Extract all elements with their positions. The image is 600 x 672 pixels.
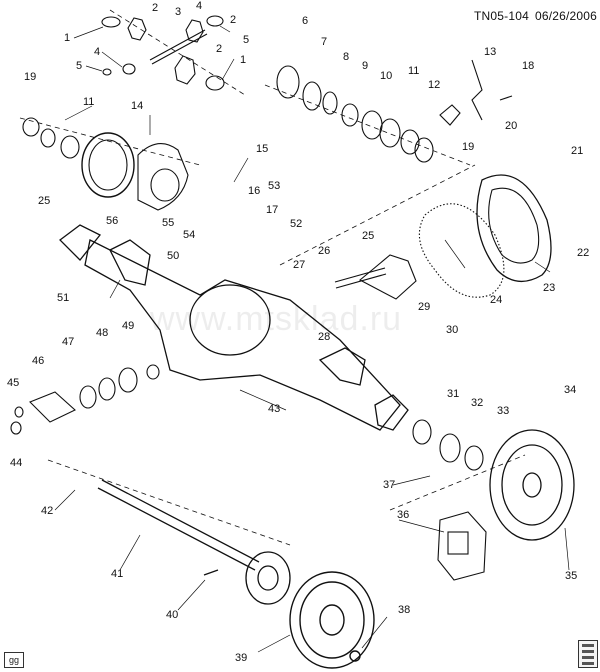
document-icon xyxy=(578,640,598,668)
diagram-date: 06/26/2006 xyxy=(534,9,598,23)
brake-rotor xyxy=(289,571,375,669)
callout-label: 9 xyxy=(362,60,369,72)
callout-label: 52 xyxy=(290,218,303,230)
callout-label: 40 xyxy=(166,609,179,621)
callout-label: 38 xyxy=(398,604,411,616)
pinion-bearing-stack xyxy=(276,59,513,163)
callout-label: 6 xyxy=(302,15,309,27)
wheel-bearing-set xyxy=(412,419,484,471)
callout-label: 4 xyxy=(196,0,203,12)
callout-label: 16 xyxy=(248,185,261,197)
callout-label: 5 xyxy=(243,34,250,46)
callout-label: 32 xyxy=(471,397,484,409)
callout-label: 22 xyxy=(577,247,590,259)
callout-label: 10 xyxy=(380,70,393,82)
callout-label: 8 xyxy=(343,51,350,63)
callout-label: 15 xyxy=(256,143,269,155)
callout-label: 20 xyxy=(505,120,518,132)
callout-label: 53 xyxy=(268,180,281,192)
brake-caliper xyxy=(437,511,487,581)
callout-label: 31 xyxy=(447,388,460,400)
callout-label: 19 xyxy=(462,141,475,153)
diagram-code: TN05-104 xyxy=(474,9,529,23)
assembly-guide-lines xyxy=(19,9,526,546)
callout-label: 35 xyxy=(565,570,578,582)
ring-gear-assembly xyxy=(22,117,189,211)
callout-label: 27 xyxy=(293,259,306,271)
callout-label: 30 xyxy=(446,324,459,336)
callout-label: 47 xyxy=(62,336,75,348)
callout-label: 55 xyxy=(162,217,175,229)
callout-label: 1 xyxy=(64,32,71,44)
callout-label: 25 xyxy=(362,230,375,242)
callout-label: 34 xyxy=(564,384,577,396)
callout-label: 50 xyxy=(167,250,180,262)
callout-label: 19 xyxy=(24,71,37,83)
callout-label: 28 xyxy=(318,331,331,343)
callout-label: 21 xyxy=(571,145,584,157)
callout-label: 29 xyxy=(418,301,431,313)
callout-label: 44 xyxy=(10,457,23,469)
diagram-header: TN05-104 06/26/2006 xyxy=(474,9,600,23)
callout-label: 48 xyxy=(96,327,109,339)
callout-label: 5 xyxy=(76,60,83,72)
callout-label: 11 xyxy=(408,65,420,77)
callout-label: 13 xyxy=(484,46,497,58)
corner-tag: gg xyxy=(4,652,24,668)
differential-cover xyxy=(418,174,552,298)
callout-label: 54 xyxy=(183,229,196,241)
callout-label: 36 xyxy=(397,509,410,521)
callout-label: 42 xyxy=(41,505,54,517)
callout-label: 45 xyxy=(7,377,20,389)
drive-pinion xyxy=(334,254,417,300)
callout-label: 46 xyxy=(32,355,45,367)
callout-label: 2 xyxy=(216,43,223,55)
callout-label: 49 xyxy=(122,320,135,332)
callout-label: 3 xyxy=(175,6,182,18)
axle-housing xyxy=(59,224,409,431)
pinion-yoke-set xyxy=(10,364,160,435)
callout-label: 23 xyxy=(543,282,556,294)
callout-label: 17 xyxy=(266,204,279,216)
callout-label: 11 xyxy=(83,96,95,108)
callout-label: 25 xyxy=(38,195,51,207)
callout-label: 2 xyxy=(152,2,159,14)
callout-label: 24 xyxy=(490,294,503,306)
callout-label: 37 xyxy=(383,479,396,491)
callout-label: 14 xyxy=(131,100,144,112)
callout-label: 56 xyxy=(106,215,119,227)
callout-label: 39 xyxy=(235,652,248,664)
callout-label: 2 xyxy=(230,14,237,26)
callout-label: 12 xyxy=(428,79,441,91)
callout-label: 33 xyxy=(497,405,510,417)
callout-label: 1 xyxy=(240,54,247,66)
callout-label: 4 xyxy=(94,46,101,58)
axle-shaft xyxy=(97,479,291,605)
brake-backing-plate xyxy=(489,429,575,541)
callout-label: 26 xyxy=(318,245,331,257)
callout-label: 43 xyxy=(268,403,281,415)
differential-spider-gears xyxy=(101,15,225,91)
callout-label: 41 xyxy=(111,568,124,580)
callout-label: 51 xyxy=(57,292,70,304)
callout-label: 7 xyxy=(321,36,328,48)
callout-label: 18 xyxy=(522,60,535,72)
callout-leaders xyxy=(54,25,570,653)
